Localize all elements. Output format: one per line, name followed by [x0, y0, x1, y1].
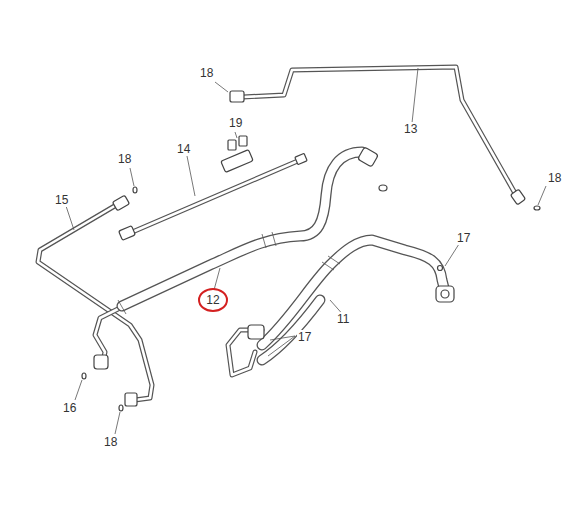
callout-number: 17 — [297, 330, 312, 344]
callout-number: 18 — [117, 152, 132, 166]
callout-number: 19 — [228, 116, 243, 130]
callout-circle: 12 — [198, 288, 228, 312]
callout-number: 12 — [206, 293, 219, 307]
callout-number: 15 — [54, 193, 69, 207]
callout-number: 17 — [456, 231, 471, 245]
callout-number: 14 — [176, 142, 191, 156]
callout-number: 18 — [199, 66, 214, 80]
callout-number: 16 — [62, 401, 77, 415]
callout-number: 18 — [547, 171, 562, 185]
callout-number: 18 — [103, 435, 118, 449]
callout-number: 13 — [403, 122, 418, 136]
callout-number: 11 — [336, 312, 350, 326]
